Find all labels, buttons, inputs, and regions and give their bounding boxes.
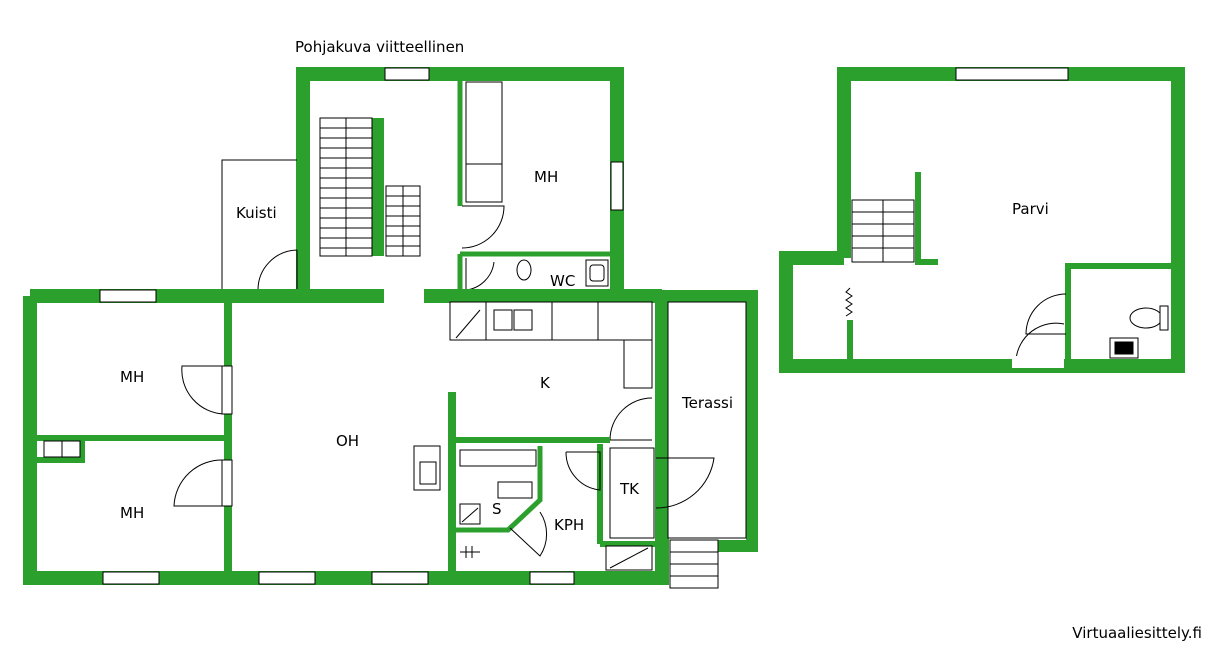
wall-terrace	[662, 290, 758, 552]
room-label-mh-upper: MH	[534, 168, 558, 186]
sink-bowl	[1114, 341, 1134, 355]
door-arc	[257, 249, 298, 291]
room-label-k: K	[540, 374, 551, 392]
room-label-wc: WC	[550, 272, 575, 290]
room-label-tk: TK	[619, 480, 640, 498]
door-arc	[465, 258, 495, 291]
window	[610, 161, 624, 211]
fireplace-inner	[419, 461, 437, 485]
sink-bowl	[589, 264, 605, 282]
kitchen-counter	[449, 301, 653, 389]
room-label-kuisti: Kuisti	[236, 204, 277, 222]
main-floor	[23, 67, 758, 589]
shower-icon	[460, 546, 480, 558]
tk-closet	[609, 447, 655, 539]
sauna-bench	[497, 481, 533, 499]
water-heater-mark	[609, 547, 649, 569]
room-label-terassi: Terassi	[681, 394, 733, 412]
plan-title: Pohjakuva viitteellinen	[295, 38, 465, 56]
room-label-mh-left-upper: MH	[120, 368, 144, 386]
wall-inner	[36, 438, 85, 463]
room-label-s: S	[492, 500, 502, 518]
window	[384, 67, 430, 81]
credit-text: Virtuaaliesittely.fi	[1072, 624, 1202, 642]
kuisti-outline	[221, 159, 297, 290]
room-label-kph: KPH	[554, 516, 584, 534]
room-label-oh: OH	[336, 432, 359, 450]
window	[371, 571, 429, 585]
stairs	[319, 117, 421, 257]
door-arc	[461, 205, 505, 249]
window	[102, 571, 160, 585]
toilet-icon	[516, 259, 532, 281]
toilet-tank	[1159, 305, 1169, 331]
room-label-mh-left-lower: MH	[120, 504, 144, 522]
door-arc	[565, 451, 601, 491]
door-arc	[609, 397, 653, 441]
window	[99, 289, 157, 303]
terrace-inner	[667, 301, 747, 539]
wall-inner	[456, 446, 543, 533]
door-arc	[173, 459, 225, 507]
wall-inner	[1065, 263, 1172, 360]
door-arc	[181, 365, 225, 415]
loft-floor	[779, 67, 1185, 373]
door-frame	[221, 365, 233, 415]
wardrobe	[465, 81, 503, 203]
window	[529, 571, 575, 585]
room-label-parvi: Parvi	[1012, 200, 1049, 218]
wall-main-outer	[23, 289, 669, 585]
toilet-icon	[1129, 307, 1163, 329]
stairs	[851, 199, 915, 263]
steps	[669, 539, 719, 589]
door-frame	[221, 459, 233, 507]
wall-loft-outer	[779, 67, 1185, 373]
window	[955, 67, 1069, 81]
door-arc	[1025, 293, 1067, 335]
door-frame	[1012, 356, 1064, 368]
sauna-bench	[459, 449, 537, 467]
door-arc	[655, 457, 715, 509]
door-arc	[509, 511, 548, 557]
window	[258, 571, 316, 585]
wall-inner	[915, 172, 938, 265]
radiator-icon	[845, 287, 853, 317]
door-arc	[1015, 322, 1065, 361]
stair-hall-lower-wall	[372, 118, 384, 256]
sauna-stove-mark	[461, 507, 479, 523]
